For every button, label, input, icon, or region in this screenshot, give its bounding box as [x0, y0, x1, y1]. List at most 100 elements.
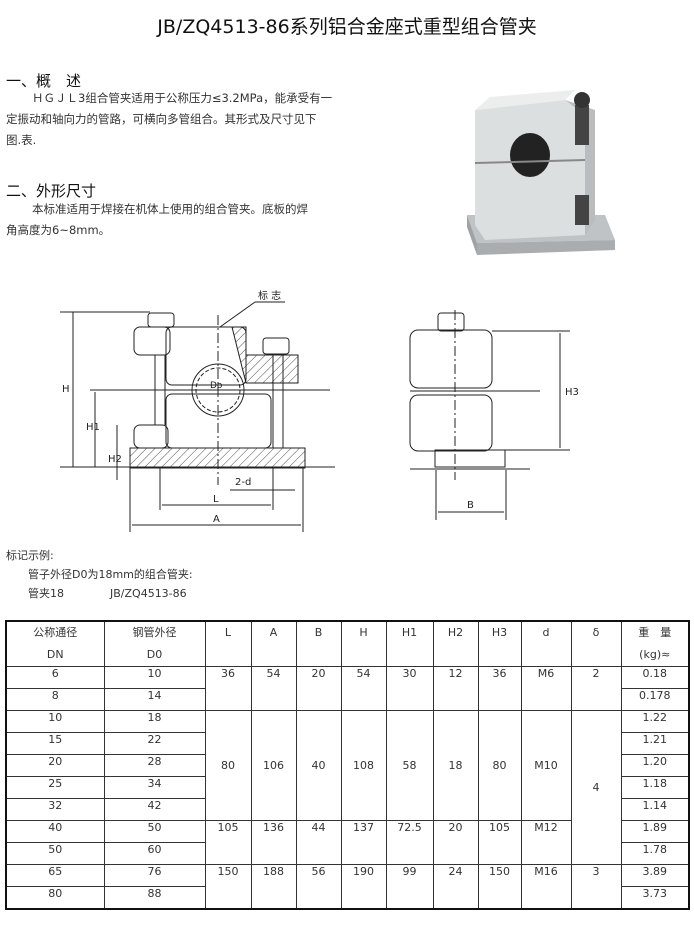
table-cell: 150 — [204, 864, 252, 910]
table-cell: 20 — [432, 820, 479, 865]
table-cell: 3.73 — [620, 886, 690, 910]
table-cell: 137 — [340, 820, 387, 865]
example-line: 管子外径D0为18mm的组合管夹: — [28, 568, 193, 581]
table-cell: 108 — [340, 710, 387, 821]
overview-line: 图.表. — [6, 133, 37, 147]
table-cell: 1.78 — [620, 842, 690, 865]
table-cell: 20 — [295, 666, 342, 711]
technical-drawing: 标 志 H H1 H2 Do 2-d L A H3 B — [60, 289, 579, 532]
table-cell: 0.18 — [620, 666, 690, 689]
table-cell: 25 — [5, 776, 105, 799]
table-cell: 12 — [432, 666, 479, 711]
dim-2-d: 2-d — [235, 477, 251, 488]
header-line: 公称通径 — [33, 626, 78, 639]
table-cell: 1.89 — [620, 820, 690, 843]
table-cell: 65 — [5, 864, 105, 887]
table-cell: 18 — [103, 710, 206, 733]
table-cell: 54 — [250, 666, 297, 711]
dimensions-line: 角高度为6~8mm。 — [6, 223, 111, 237]
table-cell: 30 — [385, 666, 434, 711]
overview-text: ＨＧＪＬ3组合管夹适用于公称压力≤3.2MPa，能承受有一 定振动和轴向力的管路… — [6, 88, 366, 151]
table-cell: 24 — [432, 864, 479, 910]
dim-H1: H1 — [86, 422, 100, 433]
header-line: H2 — [447, 626, 464, 639]
table-cell: 10 — [103, 666, 206, 689]
column-header: d — [520, 620, 572, 667]
dim-Do: Do — [210, 381, 223, 391]
table-cell: 8 — [5, 688, 105, 711]
table-cell: 44 — [295, 820, 342, 865]
table-cell: 18 — [432, 710, 479, 821]
table-cell: 54 — [340, 666, 387, 711]
table-cell: 36 — [477, 666, 522, 711]
table-cell: 42 — [103, 798, 206, 821]
mark-label: 标 志 — [258, 289, 281, 302]
table-cell: 40 — [5, 820, 105, 843]
header-line: H3 — [491, 626, 508, 639]
table-cell: 6 — [5, 666, 105, 689]
table-cell: M12 — [520, 820, 572, 865]
section-heading-overview: 一、概 述 — [6, 72, 82, 90]
header-line: D0 — [146, 648, 163, 661]
example-heading: 标记示例: — [6, 549, 54, 562]
header-line: L — [224, 626, 232, 639]
table-cell: 3 — [570, 864, 622, 910]
dim-H: H — [62, 384, 70, 395]
page-title: JB/ZQ4513-86系列铝合金座式重型组合管夹 — [157, 16, 537, 38]
overview-line: ＨＧＪＬ3组合管夹适用于公称压力≤3.2MPa，能承受有一 — [32, 91, 333, 105]
dim-A: A — [213, 514, 220, 525]
table-cell: 40 — [295, 710, 342, 821]
table-cell: 32 — [5, 798, 105, 821]
table-cell: 15 — [5, 732, 105, 755]
dim-B: B — [467, 500, 474, 511]
column-header: L — [204, 620, 252, 667]
column-header: A — [250, 620, 297, 667]
table-cell: 0.178 — [620, 688, 690, 711]
front-view — [60, 301, 335, 532]
overview-line: 定振动和轴向力的管路，可横向多管组合。其形式及尺寸见下 — [6, 112, 317, 126]
column-header: B — [295, 620, 342, 667]
table-cell: 34 — [103, 776, 206, 799]
header-line: δ — [592, 626, 600, 639]
column-header: H — [340, 620, 387, 667]
column-header: H2 — [432, 620, 479, 667]
table-cell: 88 — [103, 886, 206, 910]
table-cell: 14 — [103, 688, 206, 711]
side-view — [409, 310, 570, 520]
header-line: DN — [46, 648, 64, 661]
table-cell: 1.18 — [620, 776, 690, 799]
table-cell: 22 — [103, 732, 206, 755]
table-cell: 150 — [477, 864, 522, 910]
table-cell: 4 — [570, 710, 622, 865]
table-cell: 3.89 — [620, 864, 690, 887]
column-header: H1 — [385, 620, 434, 667]
table-cell: 105 — [204, 820, 252, 865]
header-line: 重 量 — [638, 626, 672, 639]
header-line: (kg)≈ — [639, 648, 671, 661]
table-cell: 136 — [250, 820, 297, 865]
header-line: H1 — [401, 626, 418, 639]
column-header: 重 量 (kg)≈ — [620, 620, 690, 667]
header-line: A — [269, 626, 278, 639]
table-cell: 76 — [103, 864, 206, 887]
table-cell: M16 — [520, 864, 572, 910]
dim-H2: H2 — [108, 454, 122, 465]
table-cell: 72.5 — [385, 820, 434, 865]
column-header: 公称通径 DN — [5, 620, 105, 667]
example-clamp: 管夹18 — [28, 587, 64, 600]
dim-H3: H3 — [565, 387, 579, 398]
dimensions-line: 本标准适用于焊接在机体上使用的组合管夹。底板的焊 — [32, 202, 308, 216]
section-heading-dimensions: 二、外形尺寸 — [6, 182, 97, 200]
header-line: d — [542, 626, 550, 639]
column-header: δ — [570, 620, 622, 667]
